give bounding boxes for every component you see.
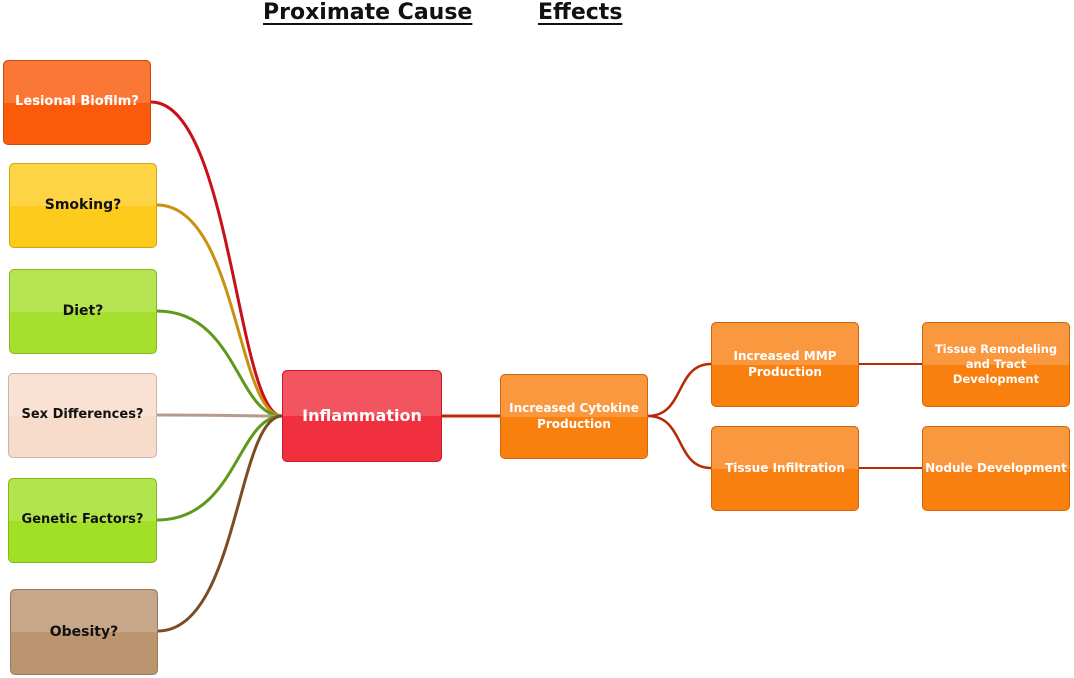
effect-node-tissue-remodeling[interactable]: Tissue Remodeling and Tract Development [922, 322, 1070, 407]
effect-node-increased-cytokine-production[interactable]: Increased Cytokine Production [500, 374, 648, 459]
cause-connector-diet [155, 309, 284, 418]
cause-connector-sex [155, 413, 284, 418]
cause-label: Lesional Biofilm? [15, 94, 139, 110]
inflammation-node[interactable]: Inflammation [282, 370, 442, 462]
cause-node-obesity[interactable]: Obesity? [10, 589, 158, 675]
cause-label: Obesity? [49, 623, 119, 640]
cause-node-lesional-biofilm[interactable]: Lesional Biofilm? [3, 60, 151, 145]
connector-cytokine-mmp [646, 362, 713, 418]
effect-label: Nodule Development [925, 460, 1067, 475]
effect-label: Increased MMP Production [733, 348, 837, 379]
effect-label: Tissue Infiltration [725, 460, 845, 475]
cause-label: Smoking? [44, 197, 122, 214]
effect-node-increased-mmp-production[interactable]: Increased MMP Production [711, 322, 859, 407]
cause-label: Genetic Factors? [21, 512, 144, 528]
cause-connector-genetic [155, 414, 284, 522]
effect-node-nodule-development[interactable]: Nodule Development [922, 426, 1070, 511]
effect-label: Increased Cytokine Production [509, 400, 639, 431]
effects-heading: Effects [538, 0, 623, 25]
effect-node-tissue-infiltration[interactable]: Tissue Infiltration [711, 426, 859, 511]
cause-label: Sex Differences? [21, 407, 144, 423]
connector-cytokine-infiltration [646, 414, 713, 470]
cause-label: Diet? [62, 303, 104, 320]
cause-node-genetic-factors[interactable]: Genetic Factors? [8, 478, 157, 563]
inflammation-label: Inflammation [302, 405, 422, 425]
cause-node-diet[interactable]: Diet? [9, 269, 157, 354]
effect-label: Tissue Remodeling and Tract Development [934, 342, 1058, 386]
proximate-cause-heading: Proximate Cause [263, 0, 473, 25]
cause-connector-obesity [156, 414, 284, 633]
cause-connector-smoking [155, 203, 284, 418]
cause-node-sex-differences[interactable]: Sex Differences? [8, 373, 157, 458]
cause-connector-biofilm [149, 100, 284, 418]
cause-node-smoking[interactable]: Smoking? [9, 163, 157, 248]
